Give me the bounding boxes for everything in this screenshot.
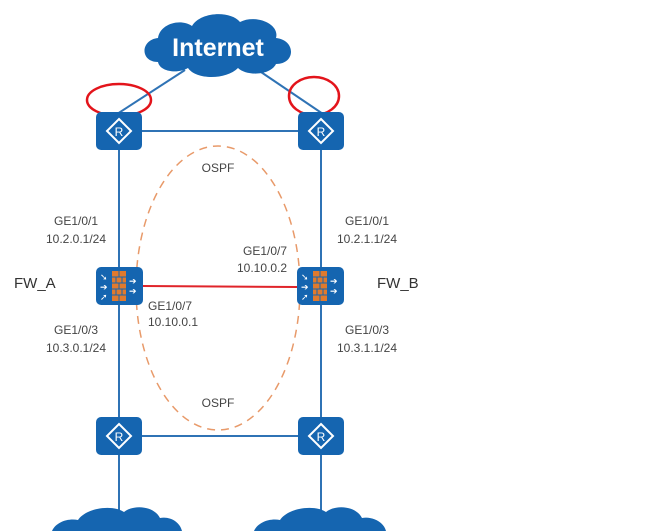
ospf-label-top: OSPF	[202, 161, 235, 175]
router-icon	[307, 422, 335, 450]
svg-text:➚: ➚	[301, 292, 309, 302]
fw-a-if3-ip: 10.3.0.1/24	[46, 341, 106, 355]
router-top-left[interactable]: R	[96, 112, 142, 150]
svg-text:➚: ➚	[100, 292, 108, 302]
firewall-fw-b[interactable]: ➘➔➚ ➔➔	[297, 267, 344, 305]
fw-a-name: FW_A	[14, 275, 56, 292]
ospf-area-ellipse	[135, 145, 301, 431]
router-glyph: R	[115, 430, 124, 444]
router-glyph: R	[115, 125, 124, 139]
fw-b-if3-name: GE1/0/3	[345, 323, 389, 337]
fw-a-if1-name: GE1/0/1	[54, 214, 98, 228]
cloud-bottom-left	[52, 507, 182, 531]
svg-text:➔: ➔	[100, 282, 108, 292]
fw-b-name: FW_B	[377, 275, 419, 292]
firewall-icon: ➘➔➚ ➔➔	[100, 271, 137, 302]
router-icon	[105, 117, 133, 145]
fw-a-if3-name: GE1/0/3	[54, 323, 98, 337]
fw-a-if7-ip: 10.10.0.1	[148, 315, 198, 329]
svg-text:➔: ➔	[129, 276, 137, 286]
svg-text:➘: ➘	[100, 272, 108, 282]
fw-a-if1-ip: 10.2.0.1/24	[46, 232, 106, 246]
fw-b-if7-ip: 10.10.0.2	[237, 261, 287, 275]
router-icon	[307, 117, 335, 145]
heartbeat-link	[142, 285, 298, 288]
link-internet-router-tr	[257, 69, 327, 117]
router-bottom-right[interactable]: R	[298, 417, 344, 455]
ospf-label-bottom: OSPF	[202, 396, 235, 410]
fw-a-if7-name: GE1/0/7	[148, 299, 192, 313]
internet-label: Internet	[172, 34, 264, 62]
firewall-fw-a[interactable]: ➘➔➚ ➔➔	[96, 267, 143, 305]
router-glyph: R	[317, 430, 326, 444]
internet-cloud: Internet	[144, 14, 291, 77]
svg-text:➔: ➔	[301, 282, 309, 292]
router-top-right[interactable]: R	[298, 112, 344, 150]
fw-b-if1-ip: 10.2.1.1/24	[337, 232, 397, 246]
fw-b-if7-name: GE1/0/7	[243, 244, 287, 258]
router-icon	[105, 422, 133, 450]
fw-b-if1-name: GE1/0/1	[345, 214, 389, 228]
cloud-bottom-right	[254, 507, 386, 531]
highlight-circle-left	[85, 82, 153, 118]
router-glyph: R	[317, 125, 326, 139]
svg-text:➔: ➔	[330, 276, 338, 286]
router-bottom-left[interactable]: R	[96, 417, 142, 455]
fw-b-if3-ip: 10.3.1.1/24	[337, 341, 397, 355]
firewall-icon: ➘➔➚ ➔➔	[301, 271, 338, 302]
svg-text:➔: ➔	[129, 286, 137, 296]
svg-text:➘: ➘	[301, 272, 309, 282]
svg-text:➔: ➔	[330, 286, 338, 296]
